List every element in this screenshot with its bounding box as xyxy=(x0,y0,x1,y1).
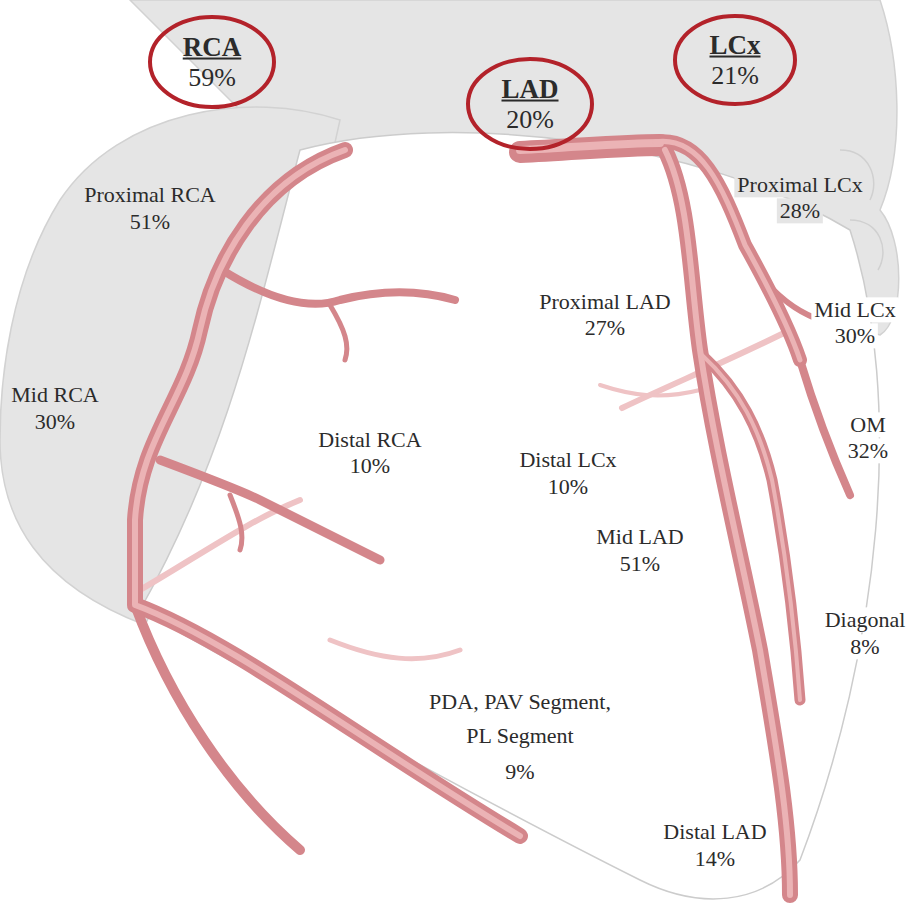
faint-branches xyxy=(140,330,790,659)
artery-percent: 21% xyxy=(709,61,760,91)
circle-outline xyxy=(466,57,594,151)
segment-label: Proximal LAD xyxy=(536,289,673,314)
circled-label: LCx21% xyxy=(673,14,797,106)
segment-label: PDA, PAV Segment, xyxy=(426,689,614,714)
segment-label: Distal LAD xyxy=(660,819,769,844)
segment-label: Proximal RCA xyxy=(81,182,218,207)
percentage-label: 51% xyxy=(617,551,663,576)
percentage-label: 9% xyxy=(502,759,537,784)
segment-label: OM xyxy=(847,412,888,437)
red-circle xyxy=(150,17,274,107)
segment-label: Distal LCx xyxy=(516,447,619,472)
circle-text: RCA59% xyxy=(183,32,242,93)
percentage-label: 28% xyxy=(777,198,823,223)
percentage-label: 8% xyxy=(847,634,882,659)
circle-outline xyxy=(148,15,276,109)
artery-name: LCx xyxy=(709,30,760,61)
artery-name: RCA xyxy=(183,32,242,63)
percentage-label: 32% xyxy=(845,438,891,463)
percentage-label: 30% xyxy=(832,323,878,348)
red-circle xyxy=(675,16,795,104)
segment-label: Proximal LCx xyxy=(734,172,865,197)
segment-label: Mid RCA xyxy=(8,382,101,407)
percentage-label: 51% xyxy=(127,209,173,234)
segment-label: Distal RCA xyxy=(315,427,424,452)
artery-highlights xyxy=(135,141,800,895)
percentage-label: 14% xyxy=(692,846,738,871)
circle-text: LAD20% xyxy=(501,74,558,135)
segment-label: PL Segment xyxy=(463,723,576,748)
artery-percent: 59% xyxy=(183,63,242,93)
segment-label: Mid LAD xyxy=(593,524,686,549)
artery-percent: 20% xyxy=(501,105,558,135)
segment-label: Mid LCx xyxy=(811,297,898,322)
circle-outline xyxy=(673,14,797,106)
artery-name: LAD xyxy=(501,74,558,105)
percentage-label: 30% xyxy=(32,409,78,434)
red-circle xyxy=(468,59,592,149)
percentage-label: 10% xyxy=(347,453,393,478)
circled-label: LAD20% xyxy=(466,57,594,151)
segment-label: Diagonal xyxy=(822,607,909,632)
ventricles xyxy=(140,133,879,899)
percentage-label: 10% xyxy=(545,474,591,499)
percentage-label: 27% xyxy=(582,315,628,340)
coronary-arteries xyxy=(135,141,850,895)
circled-label: RCA59% xyxy=(148,15,276,109)
circle-text: LCx21% xyxy=(709,30,760,91)
